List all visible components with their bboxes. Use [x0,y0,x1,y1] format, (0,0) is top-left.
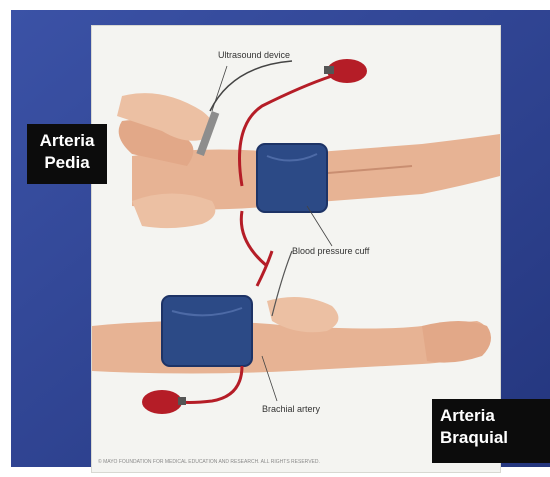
top-scene [117,59,500,266]
copyright-text: © MAYO FOUNDATION FOR MEDICAL EDUCATION … [98,459,438,465]
callout-brachial-artery: Brachial artery [262,404,320,414]
label-pedia-line1: Arteria [35,130,99,152]
label-arteria-braquial: Arteria Braquial [432,399,550,463]
label-arteria-pedia: Arteria Pedia [27,124,107,184]
callout-ultrasound-device: Ultrasound device [218,50,290,60]
label-braquial-line1: Arteria [440,405,542,427]
callout-blood-pressure-cuff: Blood pressure cuff [292,246,369,256]
label-braquial-line2: Braquial [440,427,542,449]
label-pedia-line2: Pedia [35,152,99,174]
bottom-scene [92,251,491,414]
